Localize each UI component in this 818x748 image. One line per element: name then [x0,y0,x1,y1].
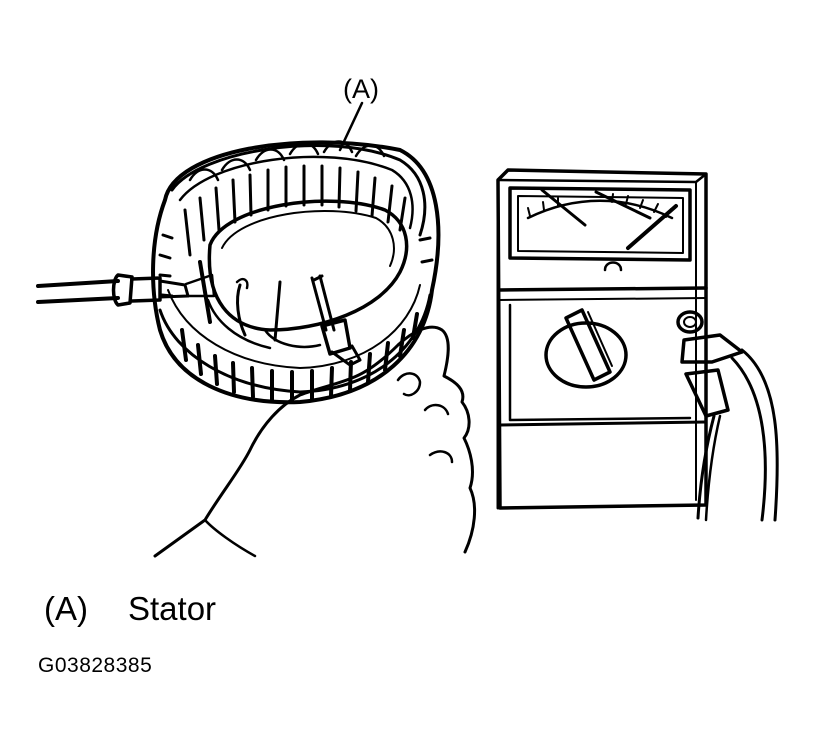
test-lead-clip [680,333,779,522]
test-probe-left [36,260,216,324]
test-probe-right [310,274,362,367]
rotary-selector [544,308,628,389]
figure-code: G03828385 [38,654,153,677]
hand [153,325,476,558]
multimeter [496,168,708,510]
legend-text: Stator [128,590,217,627]
callout-label: (A) [343,74,379,104]
analog-scale [526,199,674,220]
legend-key: (A) [44,590,88,627]
callout-leader-line [338,101,364,152]
legend: (A) Stator [44,590,216,628]
stator-ring [151,140,441,405]
